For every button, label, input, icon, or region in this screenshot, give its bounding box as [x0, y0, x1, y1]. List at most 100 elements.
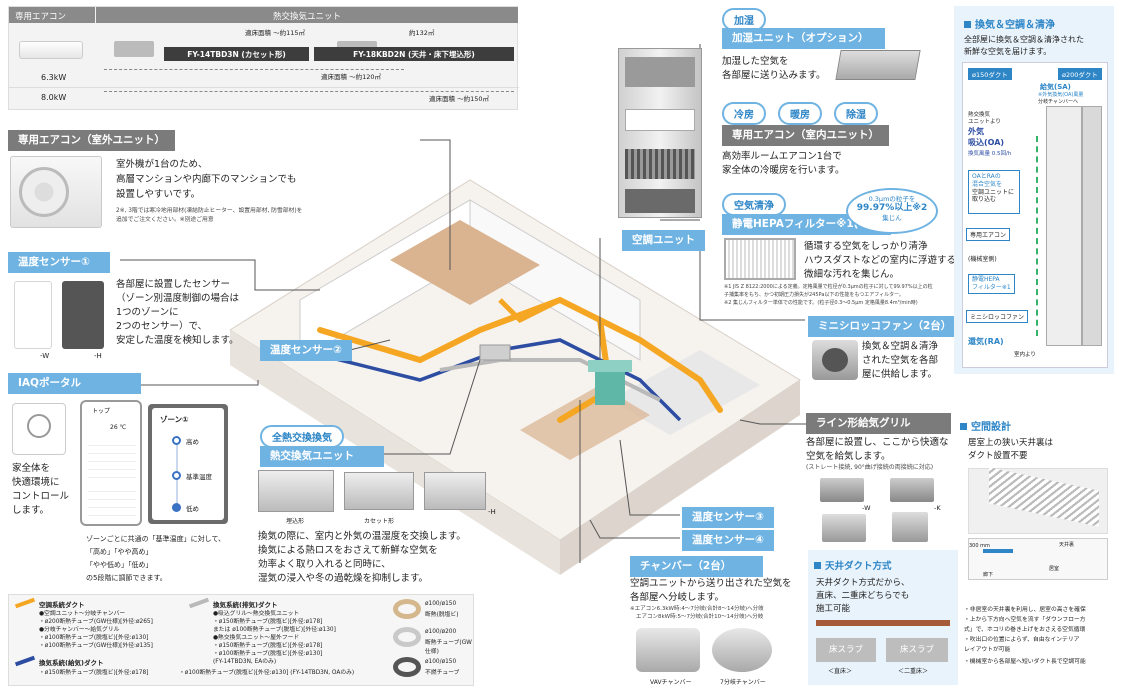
legend-t3h: ・ø100断熱チューブ(脱塩ビ)[外径:ø130] (FY-14TBD3N, O…	[179, 670, 355, 676]
minisirocco-label: ミニシロッコファン（2台）	[808, 316, 962, 337]
grille-desc-2: 空気を給気します。	[806, 451, 891, 462]
humidify-unit-label: 加湿ユニット（オプション）	[722, 28, 885, 49]
mix-4: 取り込む	[972, 196, 997, 204]
hepa-filter-image	[724, 238, 796, 280]
hepa-tag-1: 静電HEPA	[972, 276, 1000, 283]
slab-direct: 床スラブ	[816, 638, 876, 662]
zone-dot-base[interactable]	[172, 471, 181, 480]
outdoor-desc-2: 高層マンションや内廊下のマンションでも	[116, 174, 297, 185]
chamber-note-2: エアコン8kW時:5～7分岐(合計10～14分岐)へ分岐	[636, 614, 764, 620]
dial-icon	[27, 414, 51, 438]
branch-chamber-image	[712, 628, 772, 672]
legend-t3b: ・ø150断熱チューブ(脱塩ビ)[外径:ø178]	[213, 619, 323, 625]
clean-badge: 空気清浄	[722, 193, 786, 216]
legend-t1: 空調系統ダクト	[39, 601, 85, 609]
legend-orange-swatch	[14, 597, 36, 609]
phone-screen-title: トップ	[92, 408, 111, 415]
table-header-left: 専用エアコン	[9, 7, 95, 23]
minisirocco-desc-2: された空気を各部	[862, 355, 939, 366]
panel-3-title: 天井ダクト方式	[814, 558, 892, 572]
grille-img-3	[822, 514, 866, 542]
legend-r1b: 断熱(脱塩ビ)	[425, 612, 459, 618]
chamber-desc-1: 空調ユニットから送り出された空気を	[630, 578, 792, 589]
iaq-note-1: ゾーンごとに共通の「基準温度」に対して、	[86, 535, 226, 543]
notes-5: レイアウトが可能	[964, 647, 1011, 653]
outdoor-desc-3: 設置しやすいです。	[116, 189, 201, 200]
legend-navy-swatch	[14, 655, 36, 667]
panel-3-desc-1: 天井ダクト方式だから、	[816, 578, 910, 588]
iaq-desc-2: 快適環境に	[12, 477, 60, 488]
notes-3: 式」で、ホコリの巻き上げをおさえる空気循環	[964, 627, 1086, 633]
sensor-1-desc-1: 各部屋に設置したセンサー	[116, 279, 231, 290]
slab-double: 床スラブ	[886, 638, 948, 662]
sensor-w-caption: -W	[40, 352, 50, 360]
minisirocco-desc-1: 換気＆空調＆清浄	[862, 341, 939, 352]
grille-img-1	[820, 478, 864, 502]
legend-r3a: ø100/ø150	[425, 659, 457, 665]
oa-label-3: 換気風量 0.5回/h	[968, 151, 1012, 157]
grille-img-4	[892, 512, 928, 542]
heat-exchanger-label: 熱交換気ユニット	[260, 446, 384, 467]
panel-ventilation: 換気＆空調＆清浄 全部屋に換気＆空調＆清浄された 新鮮な空気を届けます。 ø15…	[954, 6, 1114, 374]
panel-2-title-text: 空間設計	[971, 422, 1011, 433]
indoor-desc-2: 家全体の冷暖房を行います。	[722, 165, 845, 176]
cassette-unit-image	[344, 472, 414, 510]
section-diagram: 300 mm 天井裏 居室 廊下	[968, 538, 1108, 580]
panel-3-desc-2: 直床、二重床どちらでも	[816, 591, 910, 601]
heat-exchange-badge: 全熱交換換気	[260, 425, 344, 448]
panel-1-desc-1: 全部屋に換気＆空調＆清浄された	[964, 35, 1084, 44]
table-header-right: 熱交換気ユニット	[96, 7, 518, 23]
humidify-desc-1: 加湿した空気を	[722, 56, 789, 67]
sensor-w-image	[14, 281, 52, 349]
iaq-desc-3: コントロール	[12, 491, 70, 502]
iaq-note-2: 「高め」「やや高め」	[86, 548, 153, 556]
mix-box: OAとRAの 混合空気を 空調ユニットに 取り込む	[968, 170, 1020, 214]
model-table: 専用エアコン 熱交換気ユニット 6.3kW 8.0kW 適床面積 ～約115㎡ …	[8, 6, 519, 110]
wood-floor	[390, 220, 540, 305]
sensor-3-label: 温度センサー③	[682, 507, 774, 528]
row-8kw: 8.0kW	[41, 93, 67, 102]
model-arrow-1: FY-14TBD3N (カセット形)	[164, 47, 309, 61]
panel-space: 空間設計 居室上の狭い天井裏は ダクト設置不要 300 mm 天井裏 居室 廊下	[954, 410, 1114, 690]
zone-dot-low[interactable]	[172, 503, 181, 512]
panel-3-desc-3: 施工可能	[816, 604, 851, 614]
indoor-desc-1: 高効率ルームエアコン1台で	[722, 151, 842, 162]
room-tag: (機械室側)	[968, 256, 997, 263]
sensor-1-desc-2: （ゾーン別温度制御の場合は	[116, 293, 240, 304]
iaq-note-4: の5段階に調節できます。	[86, 574, 167, 582]
section-label-1: 天井裏	[1059, 542, 1075, 548]
floor-cap-2: ＜二重床＞	[898, 668, 929, 675]
hepa-tag: 静電HEPA フィルター※1	[968, 274, 1015, 294]
panel-2-desc-1: 居室上の狭い天井裏は	[968, 438, 1054, 448]
legend-gray-swatch	[188, 597, 210, 609]
legend-t2: 換気系統(給気)ダクト	[39, 659, 104, 667]
zone-dot-high[interactable]	[172, 436, 181, 445]
section-label-3: 廊下	[983, 572, 994, 578]
sensor-h-caption: -H	[94, 352, 102, 360]
heat-cap-h: -H	[488, 508, 496, 516]
grille-desc-1: 各部屋に設置し、ここから快適な	[806, 437, 949, 448]
tube-roll-3	[393, 657, 421, 677]
tower-diagram	[1046, 106, 1082, 346]
heat-cap-2: カセット形	[364, 518, 395, 525]
tower-unit	[618, 48, 702, 218]
legend-t3: 換気系統(排気)ダクト	[213, 601, 278, 609]
legend-t1a: ●空調ユニット～分岐チャンバー	[39, 611, 126, 617]
aircon-unit-label: 空調ユニット	[622, 230, 705, 251]
sensor-h-image	[62, 281, 104, 349]
embed-h-image	[424, 472, 486, 510]
panel-2-title: 空間設計	[960, 418, 1011, 433]
sirocco-image	[812, 340, 858, 380]
phone-screen-2: ゾーン① 高め 基準温度 低め	[148, 404, 228, 524]
chamber-label: チャンバー（2台）	[630, 556, 764, 577]
iaq-device	[12, 403, 66, 455]
chamber-cap-2: 7分岐チャンバー	[720, 679, 766, 686]
heat-desc-3: 効率よく取り入れると同時に、	[258, 559, 391, 570]
row-6kw: 6.3kW	[41, 73, 67, 82]
clean-note-3: ※2 集じんフィルター単体での性能です。(粒子径0.3～0.5μm 定格風量8.…	[724, 300, 918, 306]
sirocco-fan-icon	[822, 348, 848, 372]
embed-unit-image	[258, 470, 334, 512]
oa-label-1: 外気	[968, 127, 984, 136]
unit-from-2: ユニットより	[968, 119, 1001, 125]
